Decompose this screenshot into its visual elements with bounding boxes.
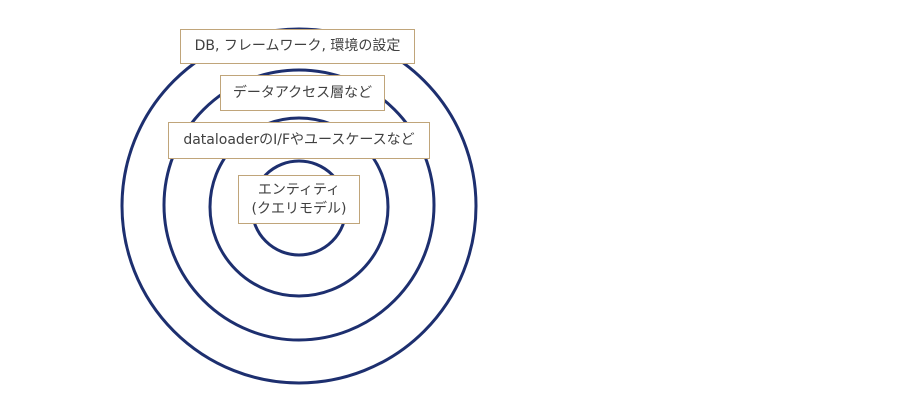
layer-label-second-text: データアクセス層など	[232, 84, 373, 101]
layer-label-core-line1: エンティティ	[257, 181, 341, 198]
layer-label-outer: DB, フレームワーク, 環境の設定	[180, 29, 415, 64]
layer-label-outer-text: DB, フレームワーク, 環境の設定	[194, 38, 401, 54]
layer-label-core-line2: (クエリモデル)	[251, 200, 347, 217]
layer-label-core-stack: エンティティ (クエリモデル)	[252, 181, 347, 219]
layer-label-second: データアクセス層など	[220, 75, 385, 111]
layer-label-core: エンティティ (クエリモデル)	[238, 175, 360, 224]
ring-third	[208, 116, 390, 298]
layer-label-third-text: dataloaderのI/Fやユースケースなど	[183, 132, 415, 148]
ring-second	[162, 68, 436, 342]
layer-label-third: dataloaderのI/Fやユースケースなど	[168, 122, 430, 159]
